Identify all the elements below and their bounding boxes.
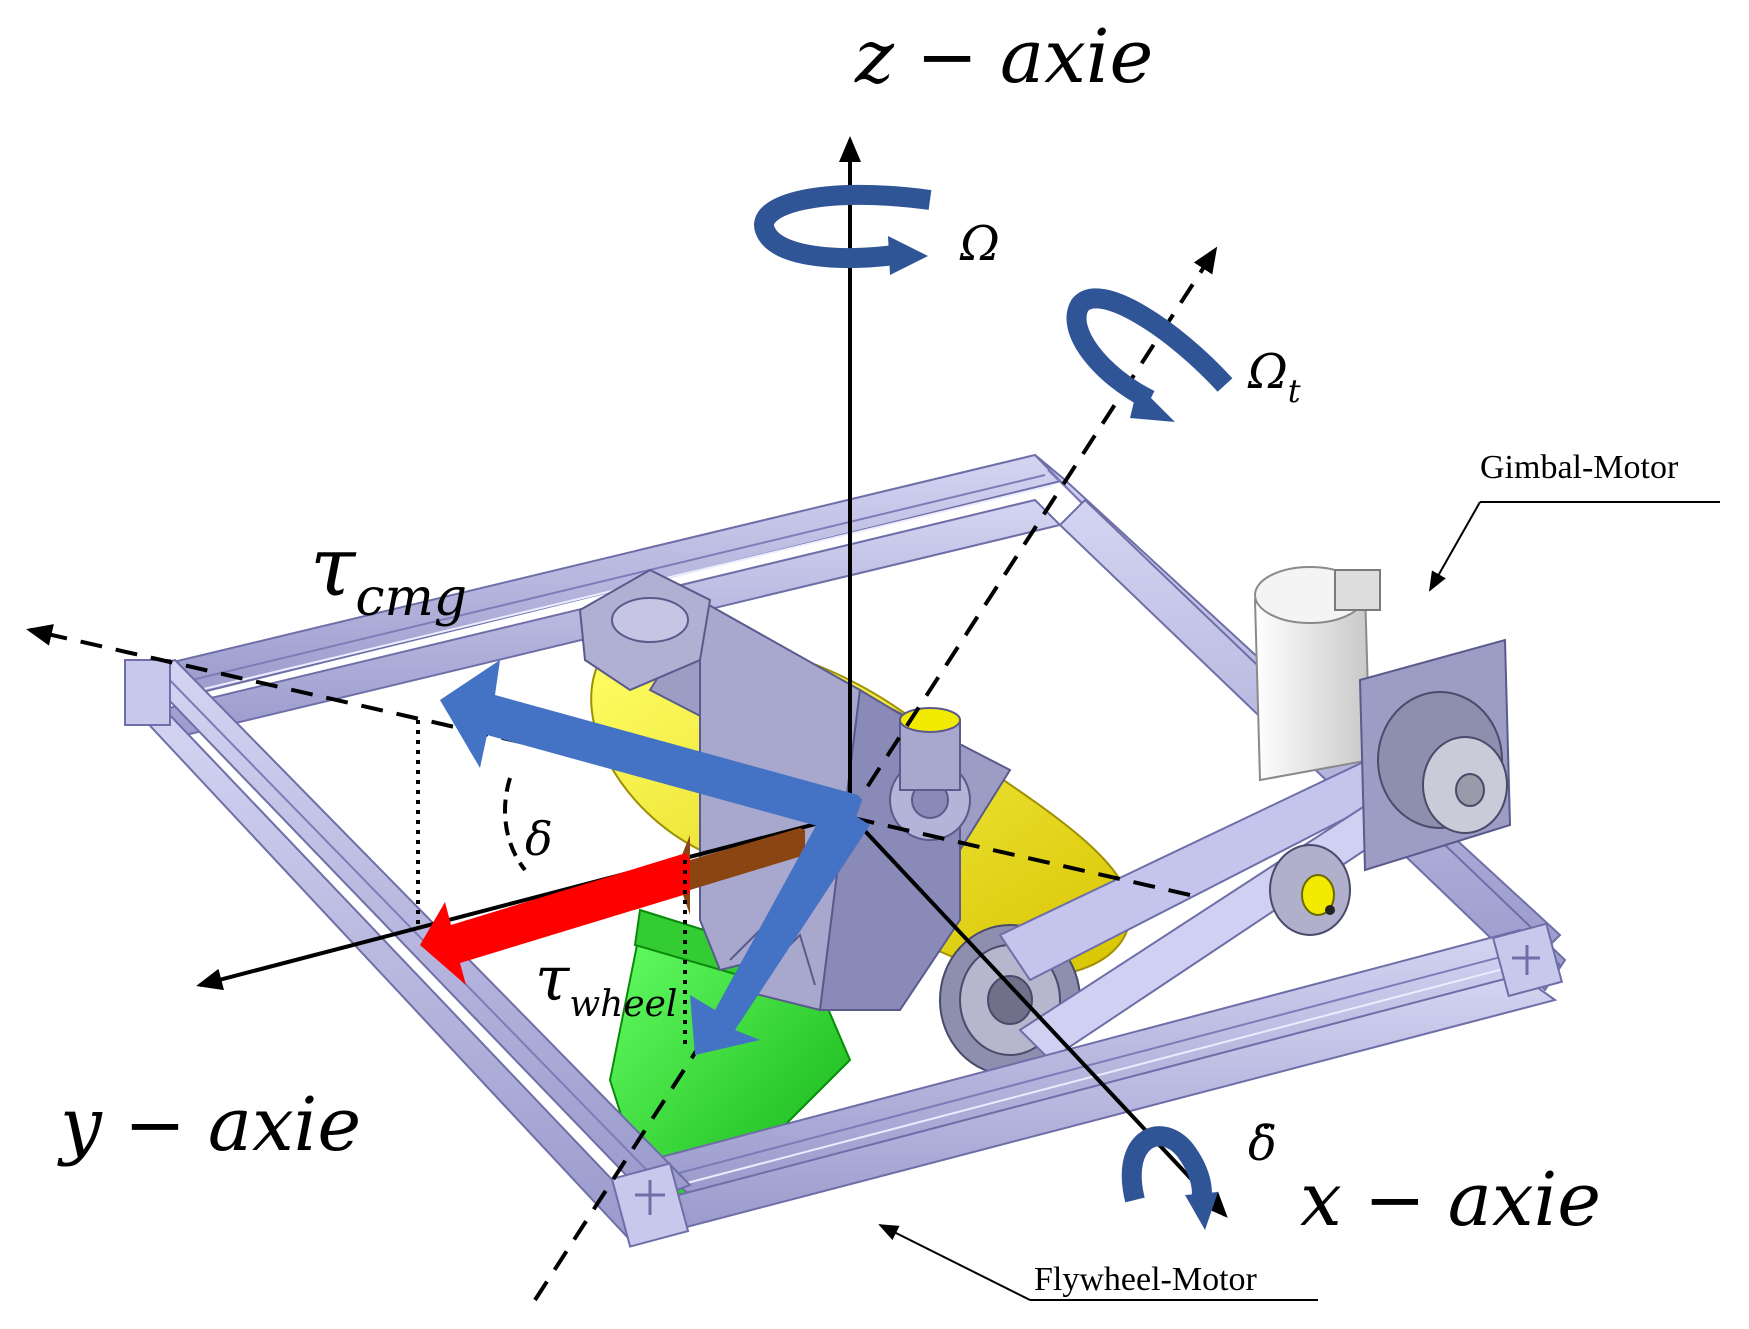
labels: z−axie y−axie x−axie Ω Ωt τcmg τwheel δ … (57, 14, 1679, 1298)
rotation-arrows (754, 184, 1233, 1230)
callouts (878, 501, 1720, 1301)
gimbal-motor-leader (1429, 501, 1481, 592)
tau-wheel-label: τwheel (535, 942, 677, 1025)
cmg-torque-arrow-down (690, 800, 870, 1055)
delta-dot-label: δ̇ (1248, 1116, 1277, 1172)
torque-vectors (416, 660, 870, 1055)
delta-label: δ (525, 812, 553, 866)
y-axis-line (196, 813, 851, 991)
delta-dot-rotation-icon (1121, 1126, 1218, 1230)
tilted-axis-dashed (533, 246, 1218, 1302)
omega-label: Ω (959, 216, 1000, 272)
z-axis-label: z−axie (854, 14, 1153, 100)
wheel-torque-component-arrow (675, 828, 805, 915)
gimbal-motor-assembly (1253, 566, 1512, 872)
gimbal-motor-label: Gimbal-Motor (1480, 449, 1679, 486)
wheel-torque-arrow (420, 853, 690, 985)
cmg-torque-arrow (440, 660, 862, 835)
flywheel-motor-leader (878, 1224, 1031, 1301)
x-axis-label: x−axie (1300, 1157, 1601, 1243)
omega-t-rotation-icon (1066, 288, 1233, 422)
flywheel-motor-label: Flywheel-Motor (1034, 1261, 1258, 1298)
idler-pulley (1269, 844, 1351, 936)
delta-angle-arc (503, 777, 527, 872)
omega-rotation-icon (754, 184, 932, 275)
x-axis-line (848, 813, 1228, 1218)
mechanical-assembly (124, 453, 1567, 1248)
omega-t-label: Ωt (1247, 344, 1301, 410)
y-axis-label: y−axie (57, 1082, 361, 1168)
tau-cmg-label: τcmg (310, 520, 467, 628)
